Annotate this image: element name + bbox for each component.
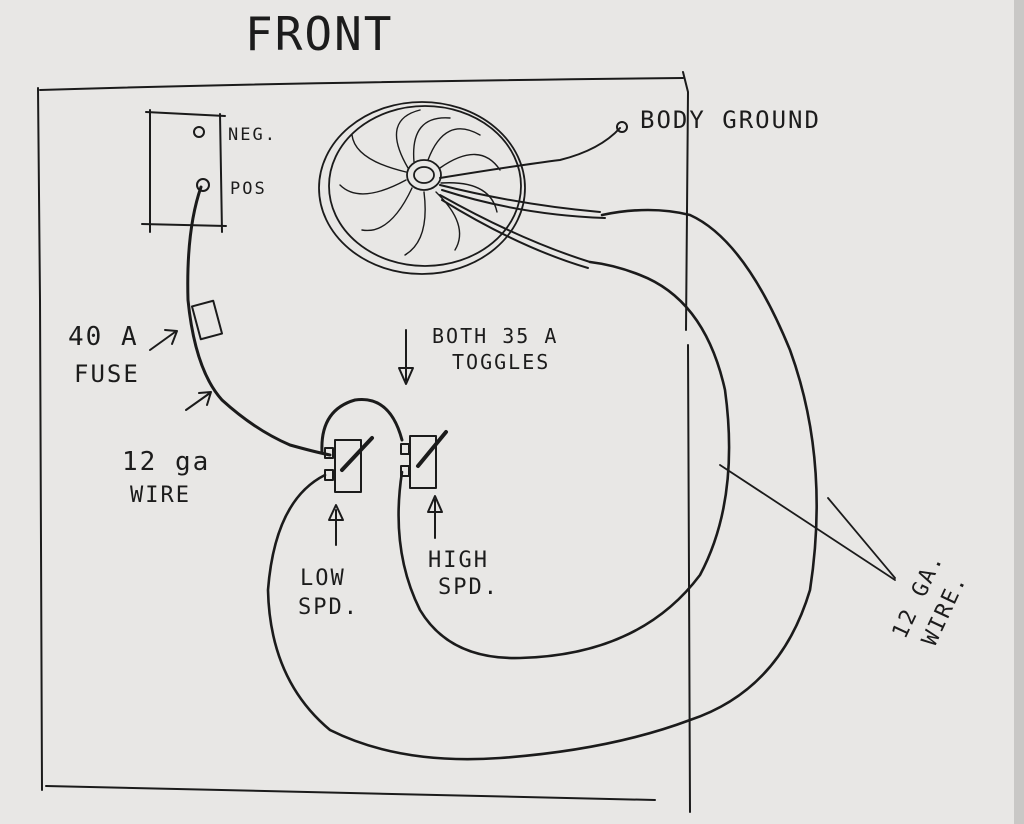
body-ground-label: BODY GROUND xyxy=(640,106,821,134)
toggles-label-line2: TOGGLES xyxy=(452,350,550,374)
fuse-pointer xyxy=(149,329,178,351)
switch-low xyxy=(324,436,374,493)
title-label: FRONT xyxy=(245,7,393,61)
ground-wire xyxy=(439,127,621,179)
toggles-label-line1: BOTH 35 A xyxy=(432,324,558,348)
neg-terminal xyxy=(193,126,205,138)
battery-box xyxy=(141,109,227,233)
wire-pointer xyxy=(185,391,212,411)
pos-terminal xyxy=(196,178,210,192)
paper-edge xyxy=(1014,0,1024,824)
high-pointer xyxy=(427,495,443,539)
ground-terminal xyxy=(616,121,628,133)
switch-jumper xyxy=(320,398,404,454)
low-speed-wire xyxy=(266,208,818,761)
high-speed-wire xyxy=(397,260,731,660)
wire-left-line2: WIRE xyxy=(130,483,191,508)
toggles-pointer xyxy=(398,329,414,385)
neg-label: NEG. xyxy=(228,125,277,145)
fan-leads xyxy=(439,184,606,269)
wire-left-line1: 12 ga xyxy=(122,447,210,477)
fan-blades xyxy=(339,109,501,256)
fuse-label-line2: FUSE xyxy=(74,360,140,388)
fuse-label-line1: 40 A xyxy=(68,322,139,352)
right-label-pointer-1 xyxy=(719,464,896,581)
low-label-line1: LOW xyxy=(300,566,346,591)
low-label-line2: SPD. xyxy=(298,595,359,620)
fan xyxy=(318,101,526,275)
high-label-line2: SPD. xyxy=(438,575,499,600)
pos-label: POS xyxy=(230,179,267,199)
high-label-line1: HIGH xyxy=(428,548,489,573)
switch-high xyxy=(400,430,448,489)
fuse xyxy=(190,299,224,341)
low-pointer xyxy=(328,504,344,546)
battery-feed-wire xyxy=(186,185,332,457)
panel-outline xyxy=(37,71,691,813)
right-label-pointer-2 xyxy=(827,497,896,579)
